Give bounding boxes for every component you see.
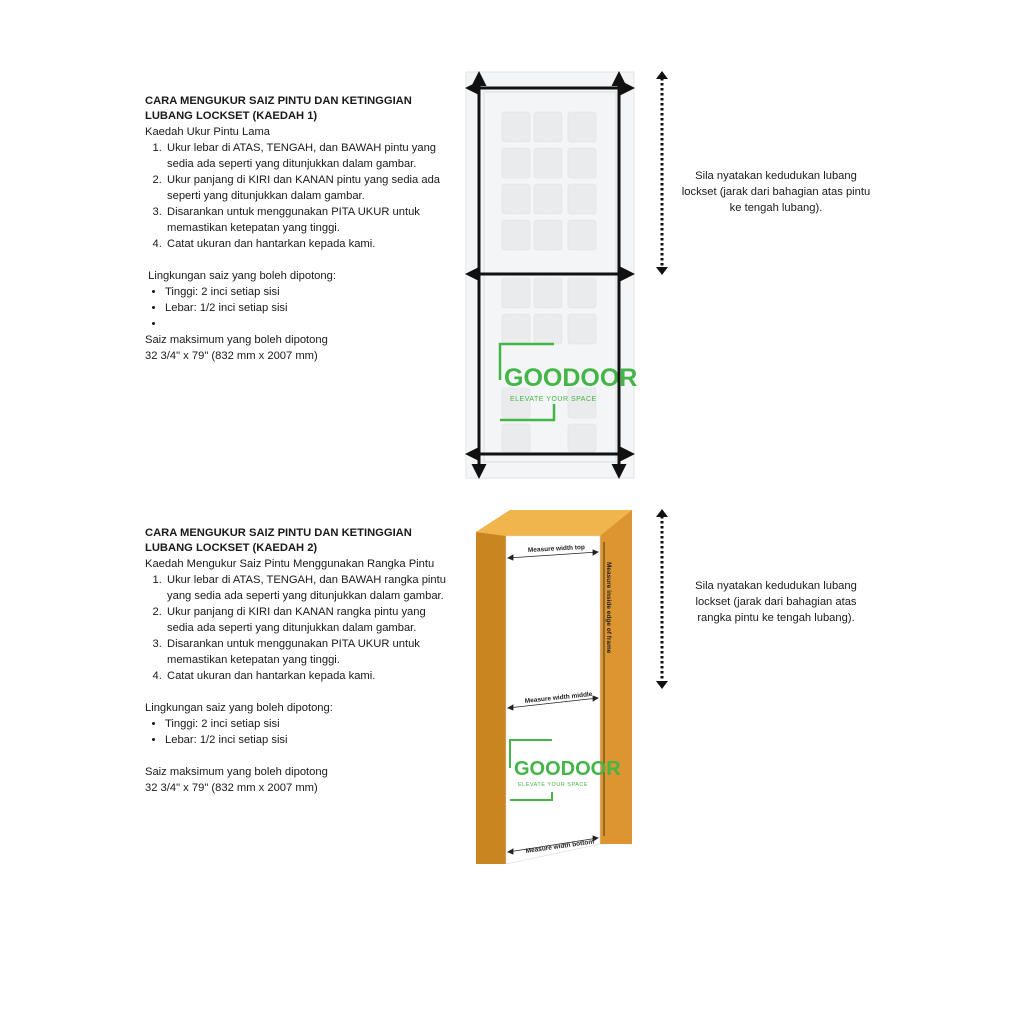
- method1-range-item: Lebar: 1/2 inci setiap sisi: [165, 300, 455, 316]
- method1-text: CARA MENGUKUR SAIZ PINTU DAN KETINGGIAN …: [145, 94, 455, 364]
- logo-tagline: ELEVATE YOUR SPACE: [510, 396, 597, 403]
- method1-door-figure: GOODOOR ELEVATE YOUR SPACE: [465, 71, 637, 479]
- method2-step: Ukur lebar di ATAS, TENGAH, dan BAWAH ra…: [165, 572, 455, 604]
- method1-note: Sila nyatakan kedudukan lubang lockset (…: [681, 170, 871, 214]
- label-measure-side: Measure inside edge of frame: [605, 562, 612, 654]
- logo-name: GOODOOR: [514, 758, 621, 780]
- method2-max-value: 32 3/4" x 79" (832 mm x 2007 mm): [145, 782, 318, 794]
- method1-steps: Ukur lebar di ATAS, TENGAH, dan BAWAH pi…: [145, 140, 455, 252]
- logo-tagline: ELEVATE YOUR SPACE: [518, 782, 588, 788]
- method2-note: Sila nyatakan kedudukan lubang lockset (…: [695, 580, 857, 624]
- logo-name: GOODOOR: [504, 364, 637, 392]
- method2-step: Catat ukuran dan hantarkan kepada kami.: [165, 668, 455, 684]
- method2-step: Ukur panjang di KIRI dan KANAN rangka pi…: [165, 604, 455, 636]
- method2-range-item: Lebar: 1/2 inci setiap sisi: [165, 732, 455, 748]
- method2-range-heading: Lingkungan saiz yang boleh dipotong:: [145, 702, 333, 714]
- method1-step: Disarankan untuk menggunakan PITA UKUR u…: [165, 204, 455, 236]
- method1-range-list: Tinggi: 2 inci setiap sisi Lebar: 1/2 in…: [145, 284, 455, 332]
- method2-lockset-arrow: [656, 509, 668, 689]
- method1-subtitle: Kaedah Ukur Pintu Lama: [145, 126, 271, 138]
- label-measure-top: Measure width top: [528, 544, 585, 554]
- method2-frame-figure: Measure width top Measure width middle M…: [476, 510, 632, 865]
- method1-max-heading: Saiz maksimum yang boleh dipotong: [145, 334, 328, 346]
- method1-lockset-arrow: [656, 71, 668, 275]
- goodoor-logo: GOODOOR ELEVATE YOUR SPACE: [509, 739, 621, 801]
- method2-subtitle: Kaedah Mengukur Saiz Pintu Menggunakan R…: [145, 558, 435, 570]
- method2-max-heading: Saiz maksimum yang boleh dipotong: [145, 766, 328, 778]
- method1-range-heading: Lingkungan saiz yang boleh dipotong:: [145, 270, 336, 282]
- method1-title: CARA MENGUKUR SAIZ PINTU DAN KETINGGIAN …: [145, 95, 412, 122]
- method2-steps: Ukur lebar di ATAS, TENGAH, dan BAWAH ra…: [145, 572, 455, 684]
- method2-range-list: Tinggi: 2 inci setiap sisi Lebar: 1/2 in…: [145, 716, 455, 748]
- method2-title: CARA MENGUKUR SAIZ PINTU DAN KETINGGIAN …: [145, 527, 412, 554]
- method1-step: Ukur panjang di KIRI dan KANAN pintu yan…: [165, 172, 455, 204]
- method2-step: Disarankan untuk menggunakan PITA UKUR u…: [165, 636, 455, 668]
- measure-arrows: [465, 71, 635, 479]
- door-pattern: [501, 111, 597, 453]
- method1-step: Ukur lebar di ATAS, TENGAH, dan BAWAH pi…: [165, 140, 455, 172]
- method1-max-value: 32 3/4" x 79" (832 mm x 2007 mm): [145, 350, 318, 362]
- method2-text: CARA MENGUKUR SAIZ PINTU DAN KETINGGIAN …: [145, 526, 455, 796]
- method1-range-item: Tinggi: 2 inci setiap sisi: [165, 284, 455, 300]
- method1-step: Catat ukuran dan hantarkan kepada kami.: [165, 236, 455, 252]
- method1-range-item-empty: [165, 316, 455, 332]
- method2-range-item: Tinggi: 2 inci setiap sisi: [165, 716, 455, 732]
